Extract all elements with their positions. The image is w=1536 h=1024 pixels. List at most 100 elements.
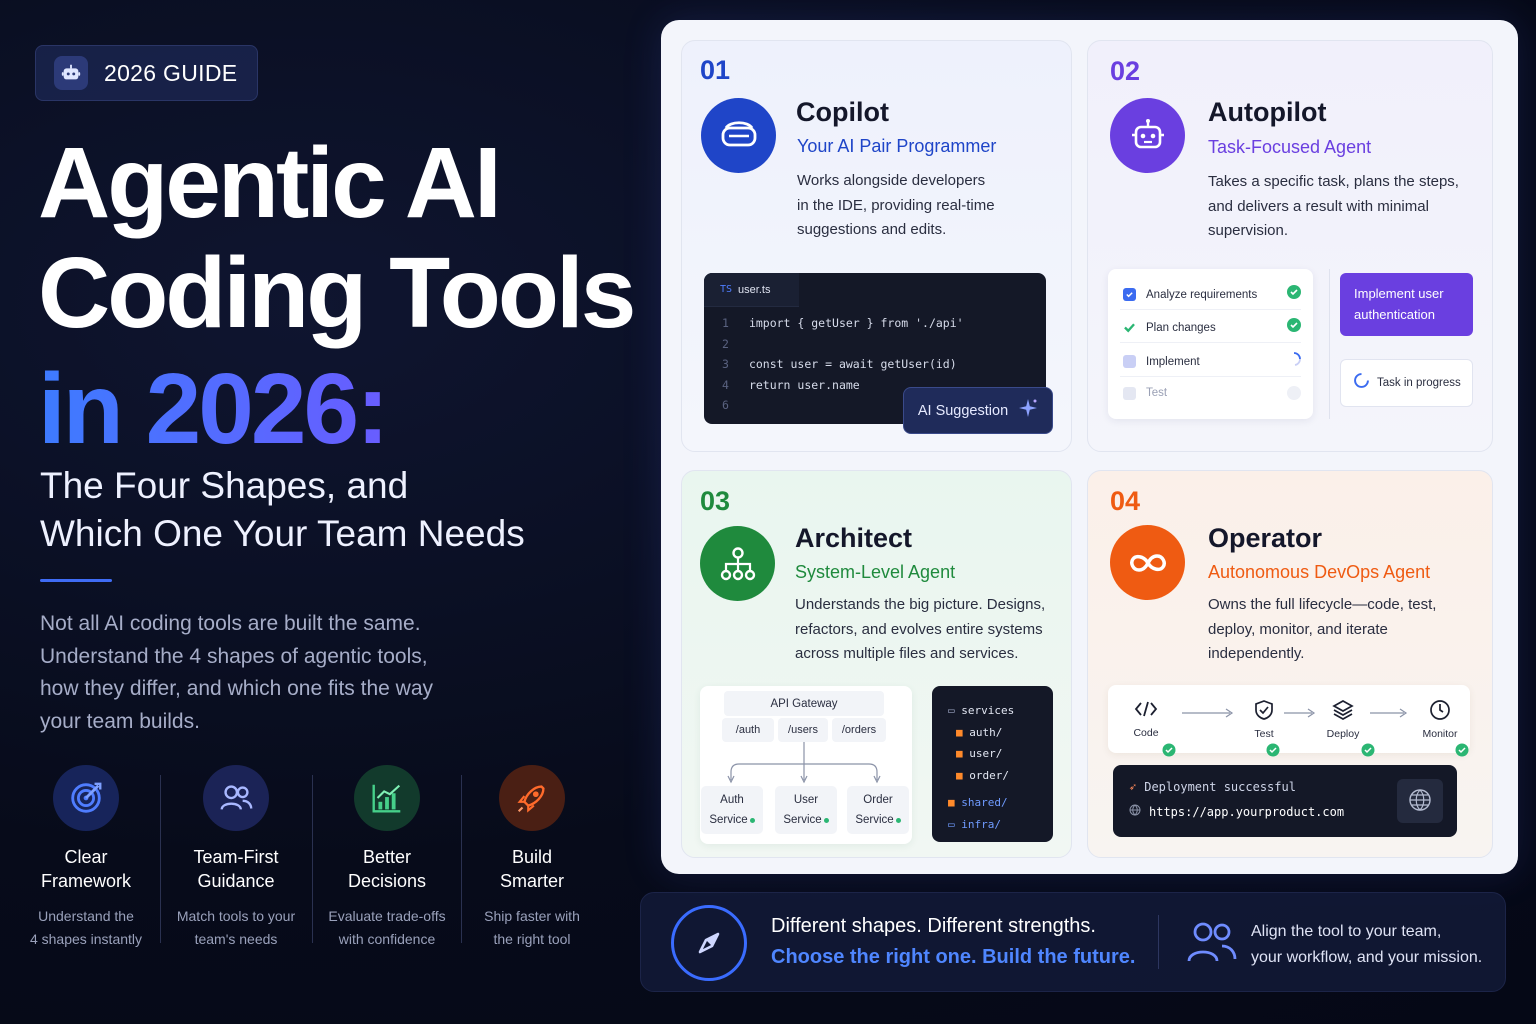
task-checklist: Analyze requirements Plan changes Implem… [1108,269,1313,419]
card-description: Understands the big picture. Designs,ref… [795,596,1046,662]
tree-item[interactable]: ▭ infra/ [948,817,1001,831]
task-item[interactable]: Implement [1123,352,1301,371]
editor-tab[interactable]: TS user.ts [704,273,799,307]
task-item[interactable]: Test [1123,386,1301,400]
tagline-secondary: Choose the right one. Build the future. [771,946,1136,968]
check-circle-icon [1287,318,1301,337]
tagline-right: Align the tool to your team,your workflo… [1251,923,1483,966]
card-operator: 04 Operator Autonomous DevOps Agent Owns… [1087,470,1493,858]
tree-item[interactable]: ■ shared/ [948,796,1008,809]
divider [1329,269,1330,419]
subtitle-line-1: The Four Shapes, and [40,465,409,506]
card-number: 03 [700,486,731,516]
card-subtitle: Task-Focused Agent [1208,137,1372,157]
folder-icon: ■ [956,747,963,760]
hierarchy-icon [700,526,775,601]
card-number: 04 [1110,486,1141,516]
feature-title: Better [362,847,412,867]
divider [312,775,313,943]
feature-title: Clear [64,847,108,867]
ai-suggestion-label: AI Suggestion [917,402,1009,419]
page-title: Agentic AI Coding Tools in 2026: [38,127,636,464]
task-item[interactable]: Plan changes [1123,318,1301,337]
card-title: Copilot [796,97,889,127]
robot-icon [1110,98,1185,173]
folder-icon: ■ [948,796,955,809]
folder-icon: ▭ [948,704,955,717]
card-number: 01 [700,55,731,85]
globe-icon [1408,788,1432,815]
tree-item[interactable]: ■ order/ [956,768,1009,782]
deploy-url-link[interactable]: https://app.yourproduct.com [1129,804,1344,819]
devops-pipeline: Code Test Deploy Monitor [1108,685,1470,757]
globe-icon [1129,804,1141,819]
feature-title: Decisions [347,871,427,891]
tree-item[interactable]: ■ auth/ [956,725,1003,739]
code-brackets-icon [1126,699,1166,724]
title-line-3: in 2026: [38,354,633,464]
divider [461,775,462,943]
globe-button[interactable] [1397,779,1443,823]
tagline-primary: Different shapes. Different strengths. [771,915,1096,937]
subtitle-line-2: Which One Your Team Needs [40,513,525,554]
badge-label: 2026 GUIDE [104,59,238,86]
pipeline-step-monitor[interactable]: Monitor [1416,699,1464,740]
task-item[interactable]: Analyze requirements [1123,285,1301,304]
card-title: Autopilot [1208,97,1327,127]
check-circle-icon [1162,743,1176,757]
checkbox-empty-icon [1123,386,1136,400]
layers-icon [1320,699,1366,726]
pipeline-step-code[interactable]: Code [1126,699,1166,739]
bottom-banner: Different shapes. Different strengths. C… [640,892,1506,992]
tree-item[interactable]: ▭ services [948,704,1015,717]
rocket-icon [499,765,565,831]
divider [1158,915,1159,969]
feature-title: Smarter [499,871,564,891]
shield-check-icon [1242,699,1286,726]
api-gateway-node: API Gateway [724,691,884,716]
vr-headset-icon [701,98,776,173]
ai-suggestion-button[interactable]: AI Suggestion [903,387,1053,434]
card-title: Architect [795,523,913,553]
check-circle-icon [1287,285,1301,304]
card-description: Takes a specific task, plans the steps,a… [1208,173,1459,239]
card-subtitle: System-Level Agent [795,562,956,582]
tree-item[interactable]: ■ user/ [956,747,1003,760]
feature-title: Framework [40,871,131,891]
divider [160,775,161,943]
check-circle-icon [1266,743,1280,757]
page-subtitle: The Four Shapes, and Which One Your Team… [40,462,525,558]
card-copilot: 01 Copilot Your AI Pair Programmer Works… [681,40,1072,452]
card-number: 02 [1110,56,1141,86]
deploy-message: Deployment successful [1144,780,1296,794]
sparkle-icon [1018,398,1038,423]
card-subtitle: Autonomous DevOps Agent [1208,562,1431,582]
arrow-icon [1370,708,1408,718]
intro-text: Not all AI coding tools are built the sa… [40,612,434,733]
chart-icon [354,765,420,831]
feature-title: Team-First [193,847,279,867]
check-circle-icon [1361,743,1375,757]
pipeline-step-test[interactable]: Test [1242,699,1286,740]
title-line-2: Coding Tools [38,237,636,349]
checkbox-partial-icon [1123,355,1136,368]
pipeline-step-deploy[interactable]: Deploy [1320,699,1366,740]
folder-icon: ■ [956,725,963,739]
team-icon [1186,919,1238,970]
card-description: Owns the full lifecycle—code, test,deplo… [1208,596,1437,662]
folder-icon: ▭ [948,817,955,831]
title-line-1: Agentic AI [38,127,502,239]
route-node: /orders [832,718,886,742]
accent-rule [40,579,112,582]
